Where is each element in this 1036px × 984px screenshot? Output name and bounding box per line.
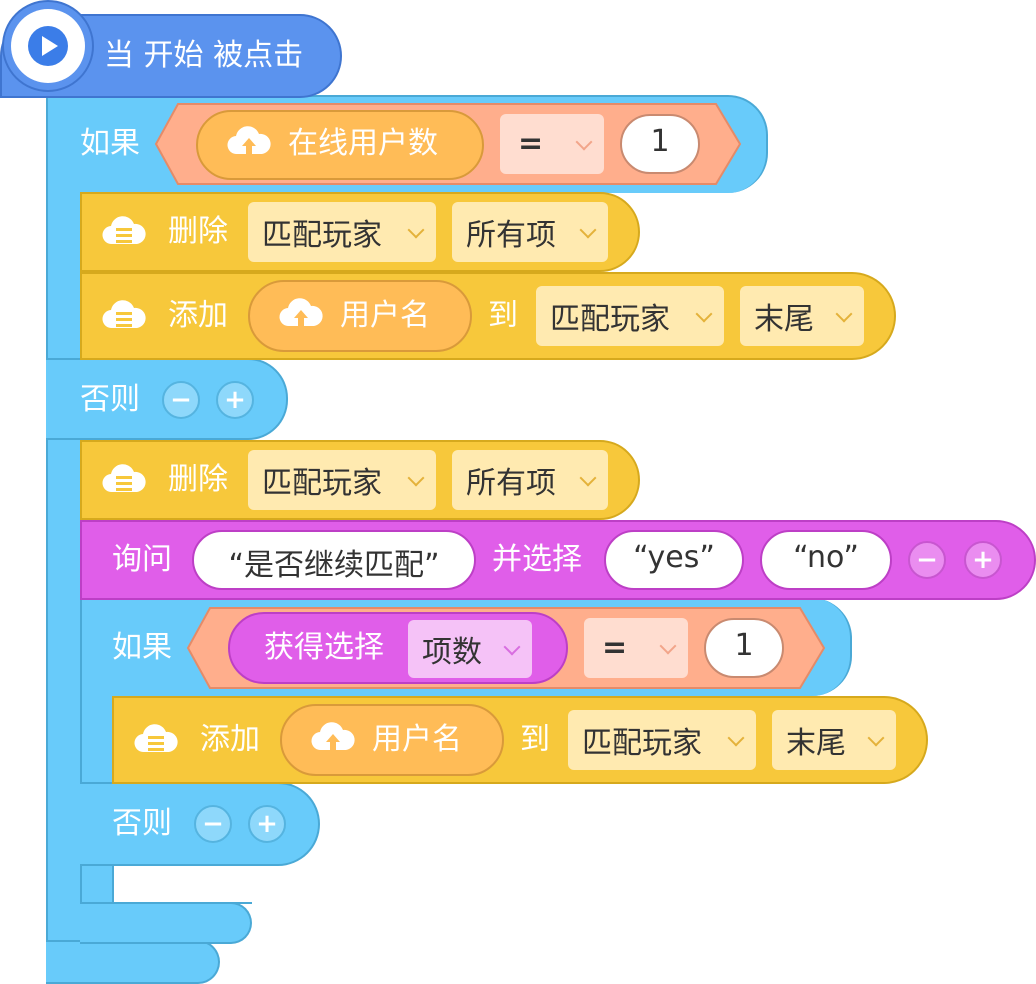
if-label: 如果 [112,630,172,665]
username-label: 用户名 [372,722,462,757]
to-label: 到 [488,298,518,333]
username-label: 用户名 [340,298,430,333]
item-dropdown[interactable]: 所有项 [452,450,608,510]
remove-branch-button[interactable]: − [162,381,200,419]
position-dropdown[interactable]: 末尾 [772,710,896,770]
remove-option-button[interactable]: − [908,541,946,579]
if-block-outer-foot [46,940,220,984]
ask-label: 询问 [112,542,172,577]
else-label: 否则 [112,806,172,841]
else-label: 否则 [80,382,140,417]
to-label: 到 [520,722,550,757]
add-option-button[interactable]: + [964,541,1002,579]
value-input[interactable]: 1 [620,114,700,174]
add-branch-button[interactable]: + [216,381,254,419]
list-dropdown[interactable]: 匹配玩家 [536,286,724,346]
cloud-upload-icon [227,126,271,155]
delete-label: 删除 [168,462,228,497]
cloud-var-label: 在线用户数 [288,126,438,161]
cloud-upload-icon [311,722,355,751]
cloud-list-icon [134,724,178,753]
cloud-list-icon [102,464,146,493]
delete-label: 删除 [168,214,228,249]
option-no-input[interactable]: “no” [760,530,892,590]
choose-label: 并选择 [492,542,582,577]
if-block-inner-spine [80,600,114,944]
cloud-list-icon [102,300,146,329]
hat-label: 当 开始 被点击 [104,38,304,73]
empty-slot[interactable] [112,864,252,904]
if-label: 如果 [80,126,140,161]
choice-field-dropdown[interactable]: 项数 [408,620,532,678]
play-icon[interactable] [11,9,85,83]
list-dropdown[interactable]: 匹配玩家 [248,202,436,262]
operator-dropdown[interactable]: = [584,618,688,678]
if-block-inner-foot [80,902,252,944]
add-label: 添加 [168,298,228,333]
operator-dropdown[interactable]: = [500,114,604,174]
get-choice-label: 获得选择 [264,630,384,665]
item-dropdown[interactable]: 所有项 [452,202,608,262]
add-branch-button[interactable]: + [248,805,286,843]
question-input[interactable]: “是否继续匹配” [192,530,476,590]
if-block-outer-spine [46,180,82,984]
value-input[interactable]: 1 [704,618,784,678]
position-dropdown[interactable]: 末尾 [740,286,864,346]
remove-branch-button[interactable]: − [194,805,232,843]
cloud-list-icon [102,216,146,245]
list-dropdown[interactable]: 匹配玩家 [248,450,436,510]
cloud-upload-icon [279,298,323,327]
option-yes-input[interactable]: “yes” [604,530,744,590]
list-dropdown[interactable]: 匹配玩家 [568,710,756,770]
add-label: 添加 [200,722,260,757]
